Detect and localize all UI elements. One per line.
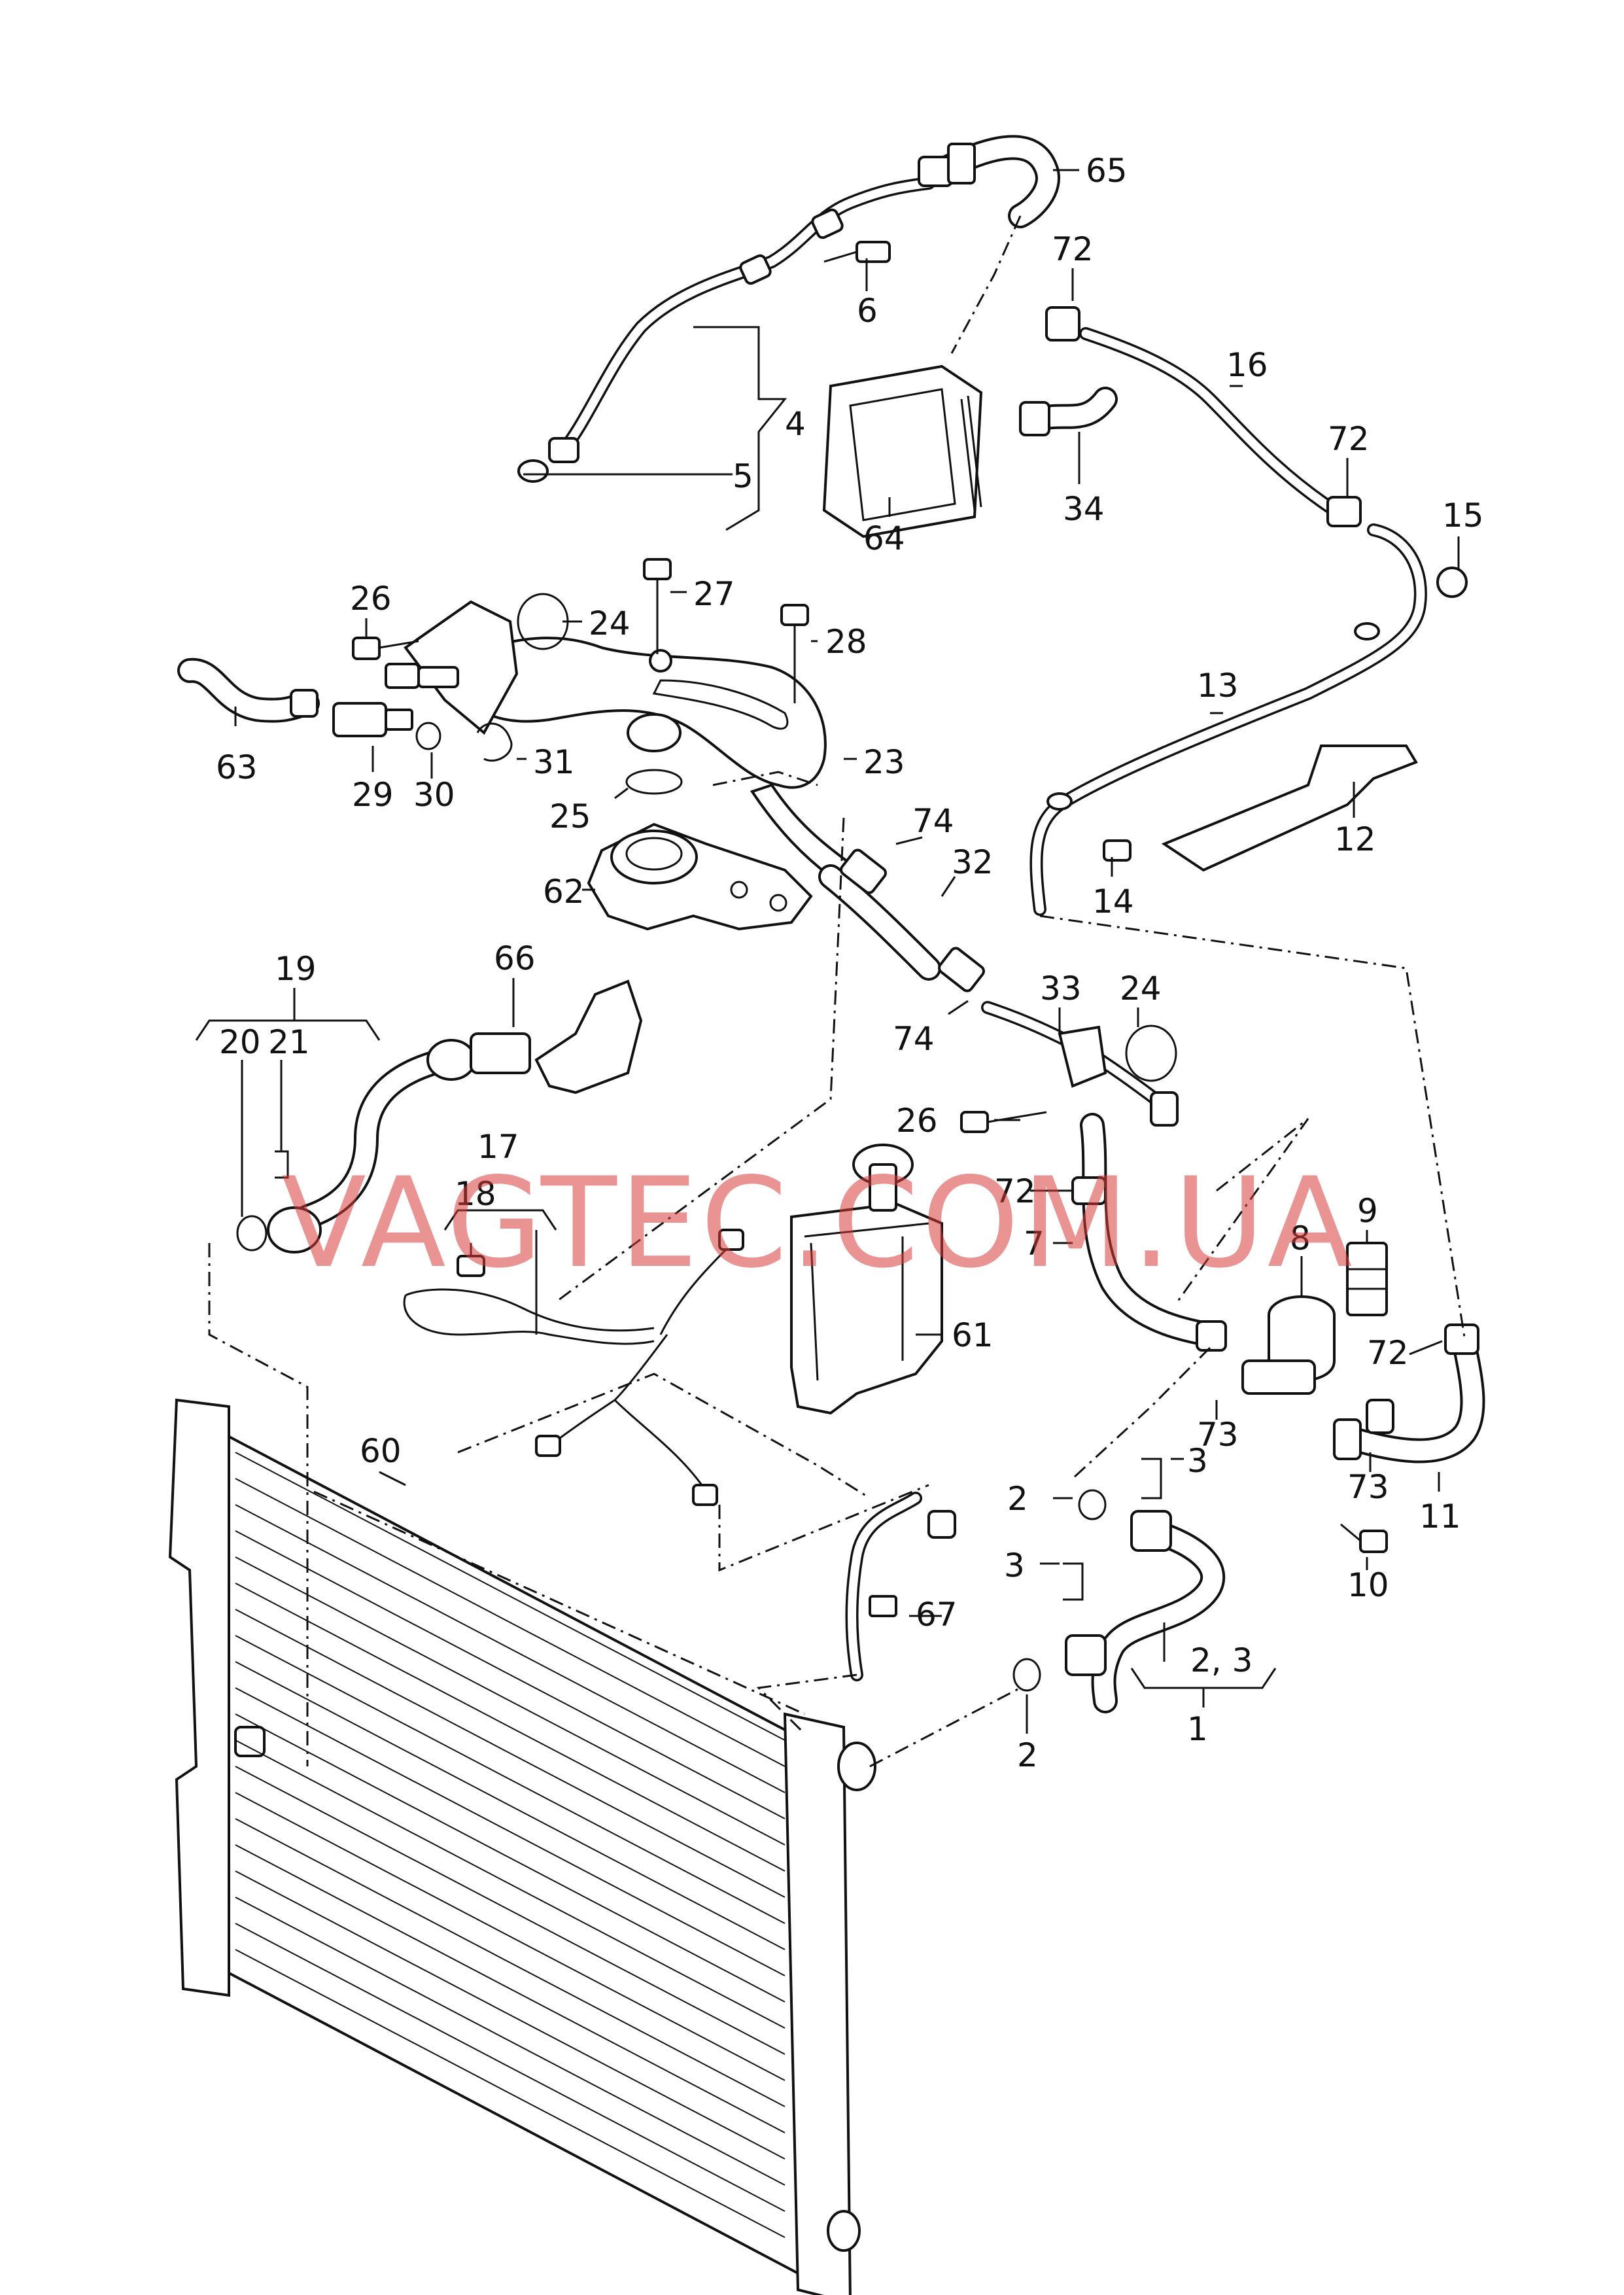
label-7: 7 <box>1024 1225 1045 1263</box>
label-21: 21 <box>268 1023 310 1061</box>
pipe-67 <box>845 1492 956 1681</box>
pipe-17 <box>403 1255 655 1345</box>
label-4: 4 <box>785 405 806 443</box>
label-23: 23 <box>863 743 905 781</box>
connector-34 <box>1019 387 1118 436</box>
label-9: 9 <box>1357 1192 1378 1230</box>
oring-2b <box>1012 1658 1041 1692</box>
expansion-tank-61 <box>790 1144 943 1415</box>
label-72c: 72 <box>994 1172 1036 1210</box>
oring-25 <box>625 769 683 795</box>
valve-8 <box>1241 1295 1336 1395</box>
thermostat-housing-66 <box>470 979 643 1095</box>
label-74a: 74 <box>912 802 954 840</box>
leader-lines <box>195 169 1460 1734</box>
flange-26 <box>404 600 519 735</box>
hose-16 <box>1045 306 1362 527</box>
label-26b: 26 <box>896 1102 938 1140</box>
label-11: 11 <box>1419 1498 1461 1535</box>
watermark-text: VAGTEC.COM.UA <box>281 1151 1355 1295</box>
label-60: 60 <box>360 1432 402 1470</box>
bolt-28 <box>780 604 809 703</box>
label-73b: 73 <box>1347 1468 1389 1506</box>
clip-3b <box>1063 1562 1084 1601</box>
bolt-27 <box>643 558 672 654</box>
label-32: 32 <box>952 843 993 881</box>
hose-32 <box>818 849 985 992</box>
hose-7 <box>1071 1113 1227 1352</box>
bolt-6 <box>823 241 891 263</box>
label-63: 63 <box>216 748 258 786</box>
bolt-10 <box>1340 1523 1388 1553</box>
oring-30 <box>415 722 441 750</box>
bolt-14 <box>1103 839 1132 862</box>
pipe-33 <box>981 1001 1179 1127</box>
hose-1 <box>1065 1510 1226 1713</box>
label-1: 1 <box>1187 1710 1208 1748</box>
label-15: 15 <box>1442 497 1484 534</box>
connector-63b <box>385 663 459 689</box>
label-62: 62 <box>543 873 585 911</box>
label-27: 27 <box>693 575 735 613</box>
label-67: 67 <box>916 1596 958 1634</box>
label-20: 20 <box>219 1023 261 1061</box>
pipe-13 <box>1029 523 1468 916</box>
oring-20 <box>236 1215 268 1252</box>
oil-cooler-64 <box>822 364 983 538</box>
coolant-line-61b <box>535 1229 744 1506</box>
oring-2a <box>1078 1489 1107 1520</box>
clip-31 <box>476 722 513 762</box>
gasket-12 <box>1161 745 1418 872</box>
oring-24b <box>1125 1025 1177 1082</box>
label-30: 30 <box>413 776 455 814</box>
label-10: 10 <box>1347 1566 1389 1604</box>
dashed-reference-lines <box>208 215 1466 1768</box>
label-24b: 24 <box>1120 970 1162 1007</box>
label-16: 16 <box>1226 346 1268 384</box>
label-72d: 72 <box>1367 1334 1409 1372</box>
thermostat-62 <box>587 822 813 931</box>
label-24a: 24 <box>589 604 631 642</box>
label-26a: 26 <box>350 580 392 618</box>
label-6: 6 <box>857 292 878 330</box>
label-33: 33 <box>1040 970 1082 1007</box>
label-65: 65 <box>1086 152 1128 190</box>
label-14: 14 <box>1092 883 1134 920</box>
hose-63 <box>177 657 320 723</box>
sensor-29 <box>332 702 413 737</box>
hose-19 <box>267 1039 476 1253</box>
label-34: 34 <box>1063 490 1105 528</box>
label-31: 31 <box>533 743 575 781</box>
label-3b: 3 <box>1004 1547 1025 1585</box>
coolant-pipe-assembly-4 <box>517 177 935 483</box>
label-72a: 72 <box>1052 230 1094 268</box>
label-2b: 2 <box>1017 1736 1038 1774</box>
part-labels: 65 6 72 16 4 5 64 34 72 15 26 27 24 28 1… <box>216 152 1484 1774</box>
label-74b: 74 <box>893 1020 935 1058</box>
clip-3a <box>1141 1458 1162 1499</box>
label-66: 66 <box>494 939 536 977</box>
radiator-60 <box>168 1398 876 2295</box>
label-18: 18 <box>455 1175 496 1213</box>
label-3a: 3 <box>1187 1442 1208 1480</box>
label-8: 8 <box>1290 1219 1311 1257</box>
label-17: 17 <box>477 1128 519 1166</box>
label-25: 25 <box>549 797 591 835</box>
hose-11 <box>1333 1323 1485 1463</box>
label-73a: 73 <box>1197 1416 1239 1454</box>
label-19: 19 <box>275 950 317 988</box>
label-2a: 2 <box>1007 1480 1028 1518</box>
label-12: 12 <box>1334 820 1376 858</box>
bolt-26b <box>960 1111 1047 1133</box>
label-29: 29 <box>352 776 394 814</box>
label-61: 61 <box>952 1316 993 1354</box>
label-5: 5 <box>733 457 753 495</box>
label-2-3: 2, 3 <box>1190 1641 1253 1679</box>
label-28: 28 <box>825 623 867 661</box>
hose-65 <box>918 135 1060 228</box>
label-72b: 72 <box>1328 420 1370 458</box>
label-64: 64 <box>863 519 905 557</box>
label-13: 13 <box>1197 667 1239 705</box>
